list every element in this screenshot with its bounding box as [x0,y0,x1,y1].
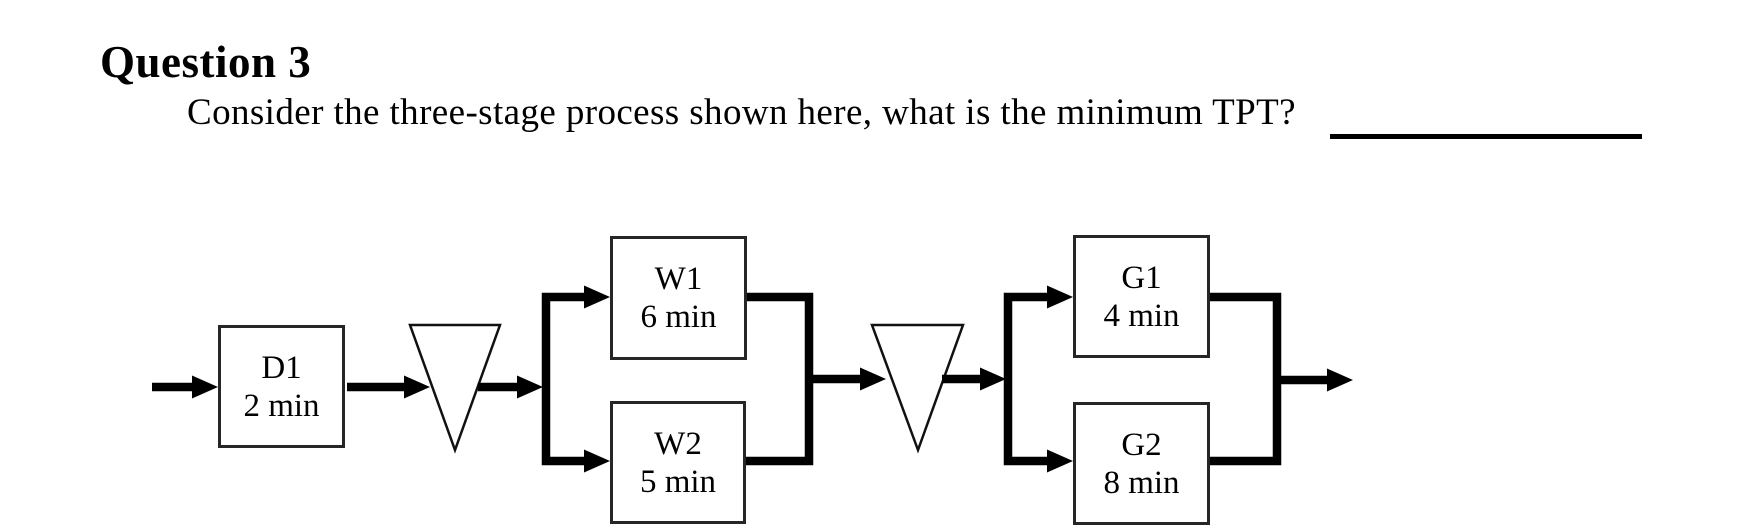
process-box-g1-time: 4 min [1103,297,1180,334]
merge2-connector [1210,292,1282,466]
fork1-to-w2-head [584,449,610,473]
entry-arrow-head [192,375,218,399]
d1-to-buffer1-head [404,375,430,399]
process-box-g1: G1 4 min [1073,235,1210,358]
process-box-g1-label: G1 [1121,259,1162,296]
process-box-g2: G2 8 min [1073,402,1210,525]
buffer2-to-fork2-head [980,367,1006,391]
fork1-connector [541,292,584,466]
process-box-g2-time: 8 min [1103,464,1180,501]
buffer1-to-fork1-head [517,375,543,399]
process-box-d1: D1 2 min [218,325,345,448]
process-box-w2: W2 5 min [610,401,746,524]
process-box-d1-label: D1 [261,349,302,386]
answer-blank [1330,134,1642,139]
inventory-triangle-2 [870,323,965,454]
merge1-connector [746,292,814,466]
process-box-w1-label: W1 [654,261,703,297]
process-box-w2-label: W2 [654,425,702,462]
question-prompt: Consider the three-stage process shown h… [187,92,1296,133]
process-box-w2-time: 5 min [639,463,717,500]
merge1-to-buffer2-head [860,367,886,391]
process-box-w1-time: 6 min [640,299,717,335]
fork2-to-g2-head [1047,449,1073,473]
question-title: Question 3 [100,37,312,87]
fork2-connector [1003,292,1047,466]
exit-arrow-head [1327,368,1353,392]
process-box-d1-time: 2 min [243,387,320,424]
process-box-w1: W1 6 min [610,236,747,360]
fork1-to-w1-head [584,285,610,309]
process-box-g2-label: G2 [1121,426,1162,463]
fork2-to-g1-head [1047,285,1073,309]
inventory-triangle-1 [408,323,502,454]
